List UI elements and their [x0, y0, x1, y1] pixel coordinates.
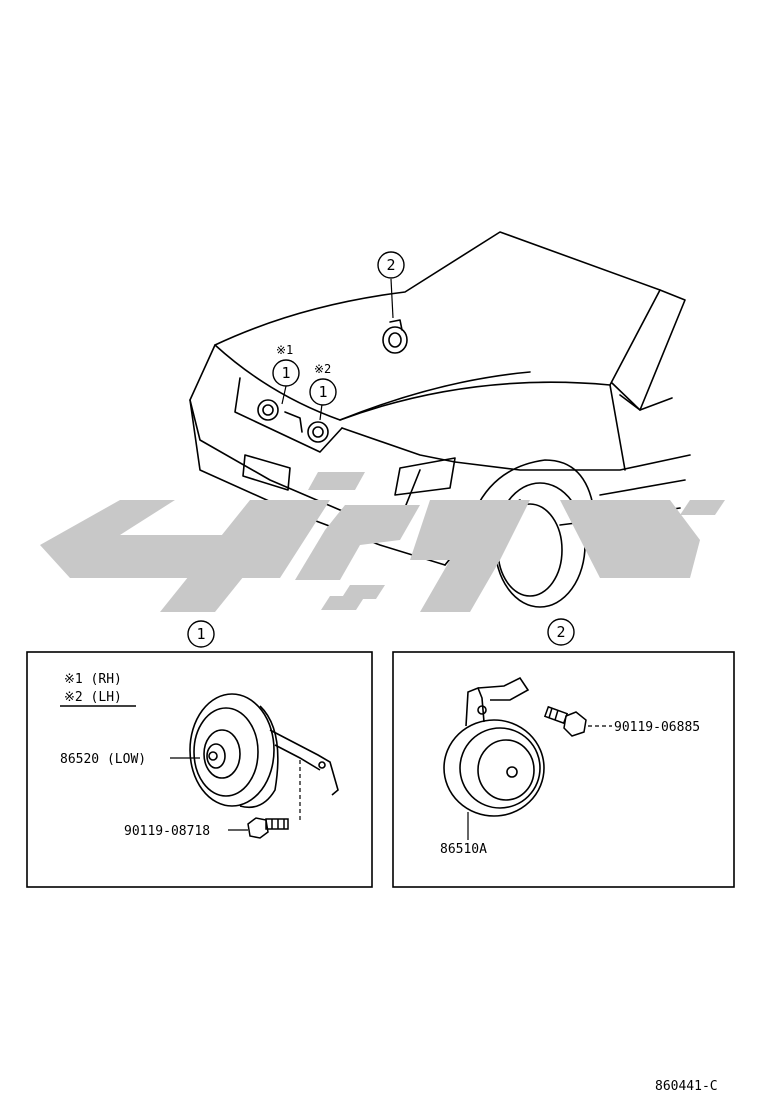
part-86520-label: 86520 (LOW) — [60, 752, 146, 767]
top-mark-1: ※1 — [276, 343, 293, 357]
panel-2-frame — [392, 651, 735, 888]
callout-leaders — [281, 278, 394, 421]
panel-2: 2 90119-06885 86510A — [392, 618, 735, 888]
top-callout-1a: 1 — [272, 359, 300, 387]
watermark-logo — [40, 472, 725, 612]
horn-86520-drawing — [189, 693, 339, 809]
bolt-90119-06885-drawing — [543, 705, 587, 737]
top-mark-2: ※2 — [314, 362, 331, 376]
panel-1: 1 ※1 (RH) ※2 (LH) 86520 (LOW — [26, 620, 373, 888]
legend-rh: ※1 (RH) — [64, 672, 122, 687]
top-callout-2-label: 2 — [386, 256, 395, 274]
horn-86510A-drawing — [443, 676, 545, 817]
part-90119-08718-label: 90119-08718 — [124, 824, 210, 839]
panel-1-callout: 1 — [196, 625, 205, 643]
bolt-90119-08718-drawing — [247, 817, 289, 839]
panel-2-callout: 2 — [556, 623, 565, 641]
panel-1-frame — [26, 651, 373, 888]
top-callout-1a-label: 1 — [281, 364, 290, 382]
part-90119-06885-label: 90119-06885 — [614, 720, 700, 735]
top-callout-1b-label: 1 — [318, 383, 327, 401]
figure-id: 860441-C — [655, 1079, 718, 1094]
top-callout-2: 2 — [377, 251, 405, 279]
part-86510A-label: 86510A — [440, 842, 487, 857]
top-callout-1b: 1 — [309, 378, 337, 406]
legend-lh: ※2 (LH) — [64, 690, 122, 705]
